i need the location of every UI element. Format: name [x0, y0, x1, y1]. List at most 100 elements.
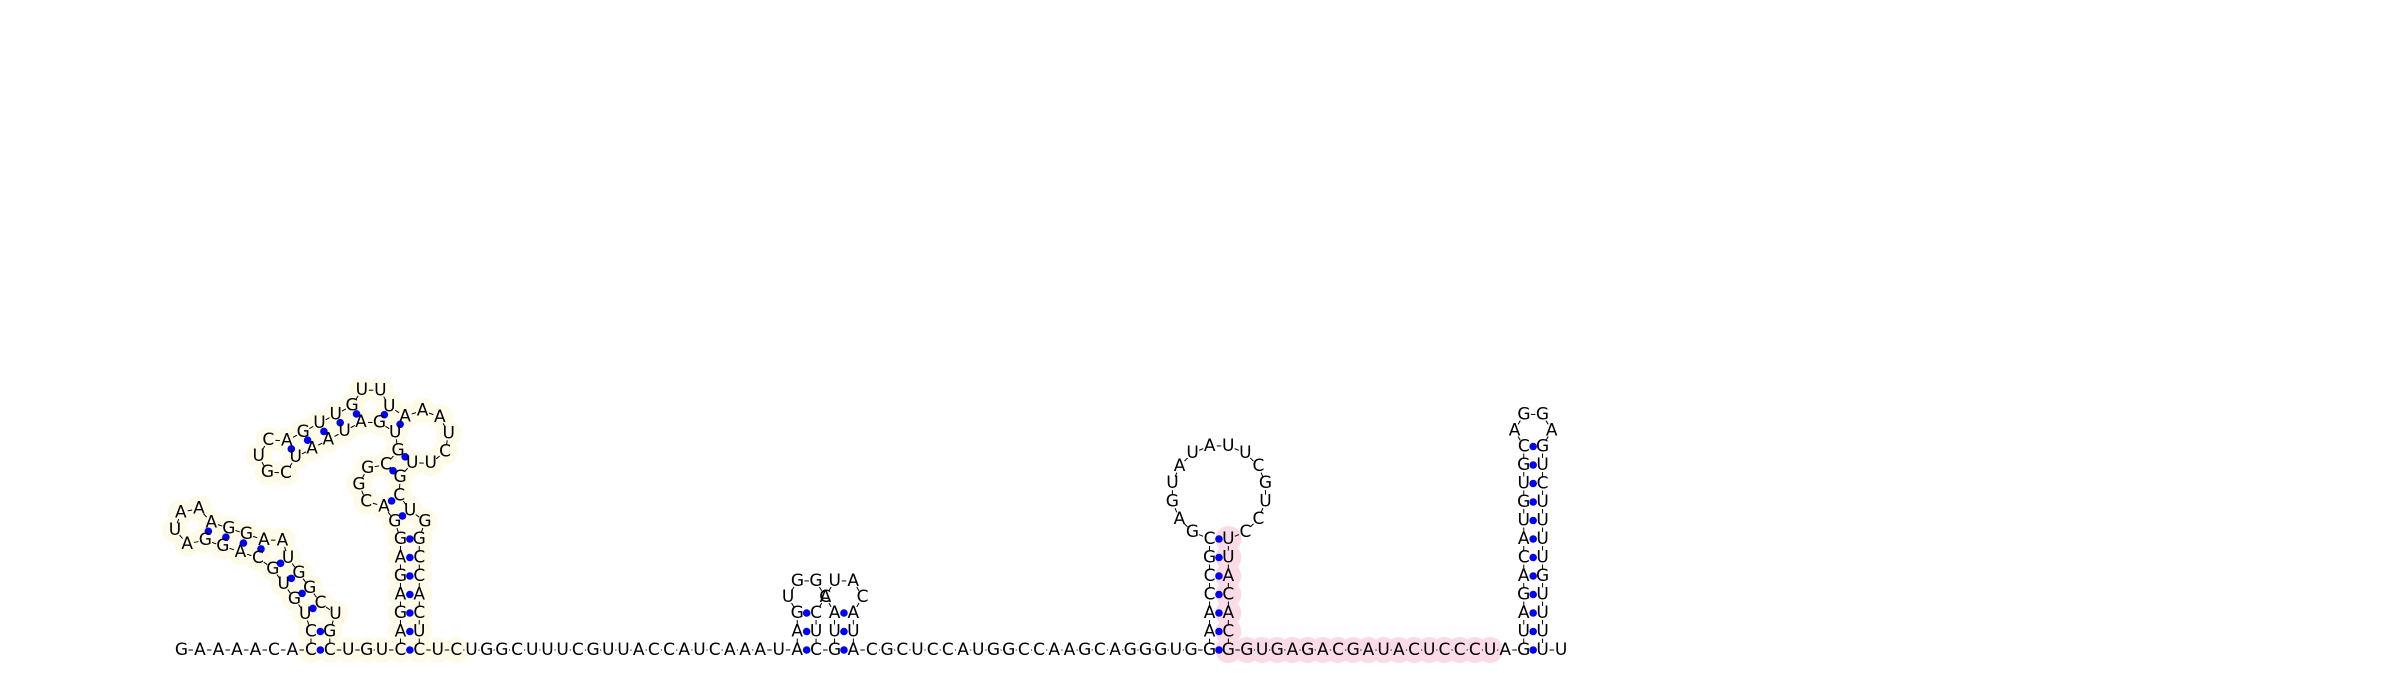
- terminator-region: [1215, 618, 1242, 645]
- backbone-link: [229, 547, 234, 551]
- nucleotide: A: [957, 640, 969, 660]
- nucleotide: C: [413, 566, 425, 586]
- base-pair-dot: [1215, 646, 1223, 654]
- nucleotide: U: [1423, 640, 1435, 660]
- backbone-link: [350, 425, 356, 429]
- nucleotide: A: [175, 502, 187, 522]
- nucleotide: G: [1536, 437, 1549, 457]
- nucleotide: G: [1517, 640, 1530, 660]
- nucleotide: U: [1256, 640, 1268, 660]
- nucleotide: C: [927, 640, 939, 660]
- nucleotide: G: [1301, 640, 1314, 660]
- nucleotide: G: [1517, 585, 1530, 605]
- backbone-link: [819, 602, 823, 608]
- nucleotide: U: [425, 453, 437, 473]
- nucleotide: G: [1536, 404, 1549, 424]
- base-pair-dot: [1215, 572, 1223, 580]
- backbone-link: [791, 586, 795, 592]
- backbone-link: [1517, 420, 1521, 425]
- nucleotide: G: [1517, 404, 1530, 424]
- nucleotide: A: [739, 640, 751, 660]
- nucleotide: G: [394, 529, 407, 549]
- nucleotide: A: [1287, 640, 1299, 660]
- nucleotide: G: [1517, 455, 1530, 475]
- terminator-region: [1477, 637, 1504, 663]
- nucleotide: U: [404, 500, 416, 520]
- nucleotide: G: [292, 563, 305, 583]
- terminator-region: [1215, 544, 1242, 571]
- backbone-link: [361, 473, 365, 479]
- nucleotide: C: [1239, 522, 1251, 542]
- nucleotide: G: [303, 578, 316, 598]
- nucleotide: A: [1518, 566, 1530, 586]
- base-pair-dot: [1529, 535, 1537, 543]
- nucleotide: U: [602, 640, 614, 660]
- nucleotide: A: [724, 640, 736, 660]
- nucleotide: G: [222, 518, 235, 538]
- backbone-link: [187, 509, 193, 512]
- nucleotide: A: [434, 407, 446, 427]
- backbone-link: [276, 574, 280, 579]
- nucleotide: A: [281, 431, 293, 451]
- nucleotide: U: [1186, 443, 1198, 463]
- backbone-link: [1184, 523, 1188, 528]
- nucleotide: G: [480, 640, 493, 660]
- highlight-region: [368, 637, 395, 663]
- nucleotide: G: [391, 441, 404, 461]
- nucleotide: C: [1094, 640, 1106, 660]
- highlight-region: [406, 563, 433, 589]
- nucleotide: C: [315, 593, 327, 613]
- nucleotide: C: [380, 455, 392, 475]
- backbone-link: [402, 500, 407, 506]
- nucleotide: G: [352, 474, 365, 494]
- nucleotide: C: [1518, 548, 1530, 568]
- backbone-link: [1250, 523, 1254, 528]
- nucleotide: G: [394, 566, 407, 586]
- backbone-link: [341, 408, 347, 412]
- backbone-link: [383, 396, 387, 401]
- nucleotide: U: [1222, 529, 1234, 549]
- base-pair-dot: [276, 559, 285, 568]
- base-pair-dot: [287, 445, 296, 453]
- backbone-link: [828, 602, 832, 608]
- nucleotide: G: [1517, 492, 1530, 512]
- highlight-region: [387, 544, 414, 571]
- base-pair-dot: [406, 535, 414, 543]
- base-pair-dot: [204, 527, 213, 536]
- base-pair-dot: [406, 572, 414, 580]
- nucleotide: C: [857, 587, 869, 607]
- highlight-region: [316, 618, 343, 645]
- nucleotide: G: [175, 640, 188, 660]
- highlight-region: [250, 527, 277, 554]
- highlight-region: [406, 544, 433, 571]
- backbone-link: [331, 620, 334, 625]
- backbone-link: [1545, 436, 1549, 441]
- nucleotide: U: [383, 397, 395, 417]
- nucleotide: U: [1536, 622, 1548, 642]
- nucleotide: U: [1536, 585, 1548, 605]
- nucleotide: U: [911, 640, 923, 660]
- backbone-link: [298, 604, 302, 609]
- highlight-region: [417, 450, 444, 477]
- highlight-region: [272, 459, 299, 486]
- base-pair-dot: [380, 410, 389, 419]
- backbone-link: [289, 462, 293, 468]
- nucleotide: A: [323, 430, 335, 450]
- nucleotide: U: [413, 622, 425, 642]
- nucleotide: A: [820, 587, 832, 607]
- nucleotide: G: [1203, 640, 1216, 660]
- nucleotide: C: [1408, 640, 1420, 660]
- backbone-link: [325, 417, 330, 421]
- base-pair-dot: [398, 512, 407, 520]
- nucleotide: C: [1332, 640, 1344, 660]
- terminator-hairpin-highlight: [1215, 526, 1504, 663]
- nucleotide: A: [1317, 640, 1329, 660]
- nucleotide: C: [262, 430, 274, 450]
- backbone-link: [313, 593, 317, 598]
- backbone-link: [176, 518, 180, 524]
- nucleotide: C: [810, 640, 822, 660]
- nucleotide: A: [355, 412, 367, 432]
- nucleotide: G: [495, 640, 508, 660]
- nucleotide: G: [1078, 640, 1091, 660]
- base-pair-dot: [222, 533, 230, 541]
